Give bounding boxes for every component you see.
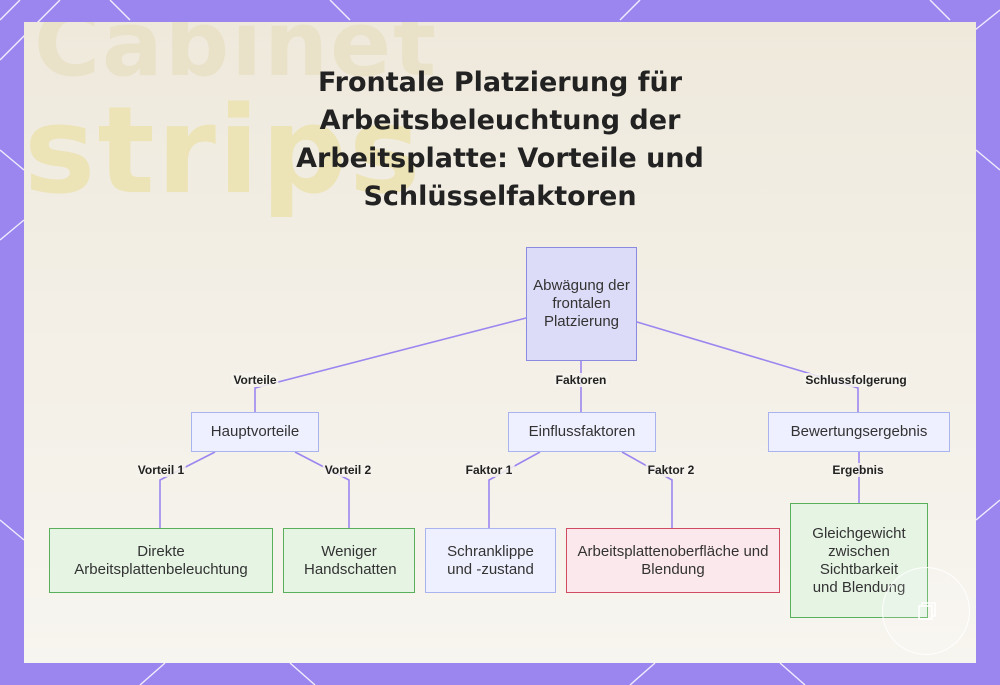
edge-label-ergebnis: Ergebnis xyxy=(830,463,885,477)
node-benefits: Hauptvorteile xyxy=(191,412,319,452)
node-assessment-label: Bewertungsergebnis xyxy=(791,423,928,441)
node-assessment: Bewertungsergebnis xyxy=(768,412,950,452)
node-root-label: Abwägung der frontalen Platzierung xyxy=(533,277,630,331)
edge-label-vorteil-1: Vorteil 1 xyxy=(136,463,186,477)
node-surface-glare-label: Arbeitsplattenoberfläche und Blendung xyxy=(573,543,773,579)
node-benefits-label: Hauptvorteile xyxy=(211,423,299,441)
node-factors: Einflussfaktoren xyxy=(508,412,656,452)
node-direct-light: Direkte Arbeitsplattenbeleuchtung xyxy=(49,528,273,593)
link-root-assessment xyxy=(637,322,858,412)
edge-label-vorteile: Vorteile xyxy=(231,373,278,387)
node-root: Abwägung der frontalen Platzierung xyxy=(526,247,637,361)
copy-button[interactable] xyxy=(882,567,970,655)
node-less-shadow-label: Weniger Handschatten xyxy=(304,543,394,579)
edge-label-faktor-2: Faktor 2 xyxy=(646,463,697,477)
node-direct-light-label: Direkte Arbeitsplattenbeleuchtung xyxy=(56,543,266,579)
edge-label-vorteil-2: Vorteil 2 xyxy=(323,463,373,477)
copy-icon xyxy=(913,598,939,624)
edge-label-faktor-1: Faktor 1 xyxy=(464,463,515,477)
edge-label-schlussfolgerung: Schlussfolgerung xyxy=(803,373,908,387)
node-less-shadow: Weniger Handschatten xyxy=(283,528,415,593)
node-surface-glare: Arbeitsplattenoberfläche und Blendung xyxy=(566,528,780,593)
node-cabinet-lip-label: Schranklippe und -zustand xyxy=(443,543,539,579)
edge-label-faktoren: Faktoren xyxy=(554,373,609,387)
node-cabinet-lip: Schranklippe und -zustand xyxy=(425,528,556,593)
node-factors-label: Einflussfaktoren xyxy=(529,423,636,441)
link-root-benefits xyxy=(255,318,526,412)
